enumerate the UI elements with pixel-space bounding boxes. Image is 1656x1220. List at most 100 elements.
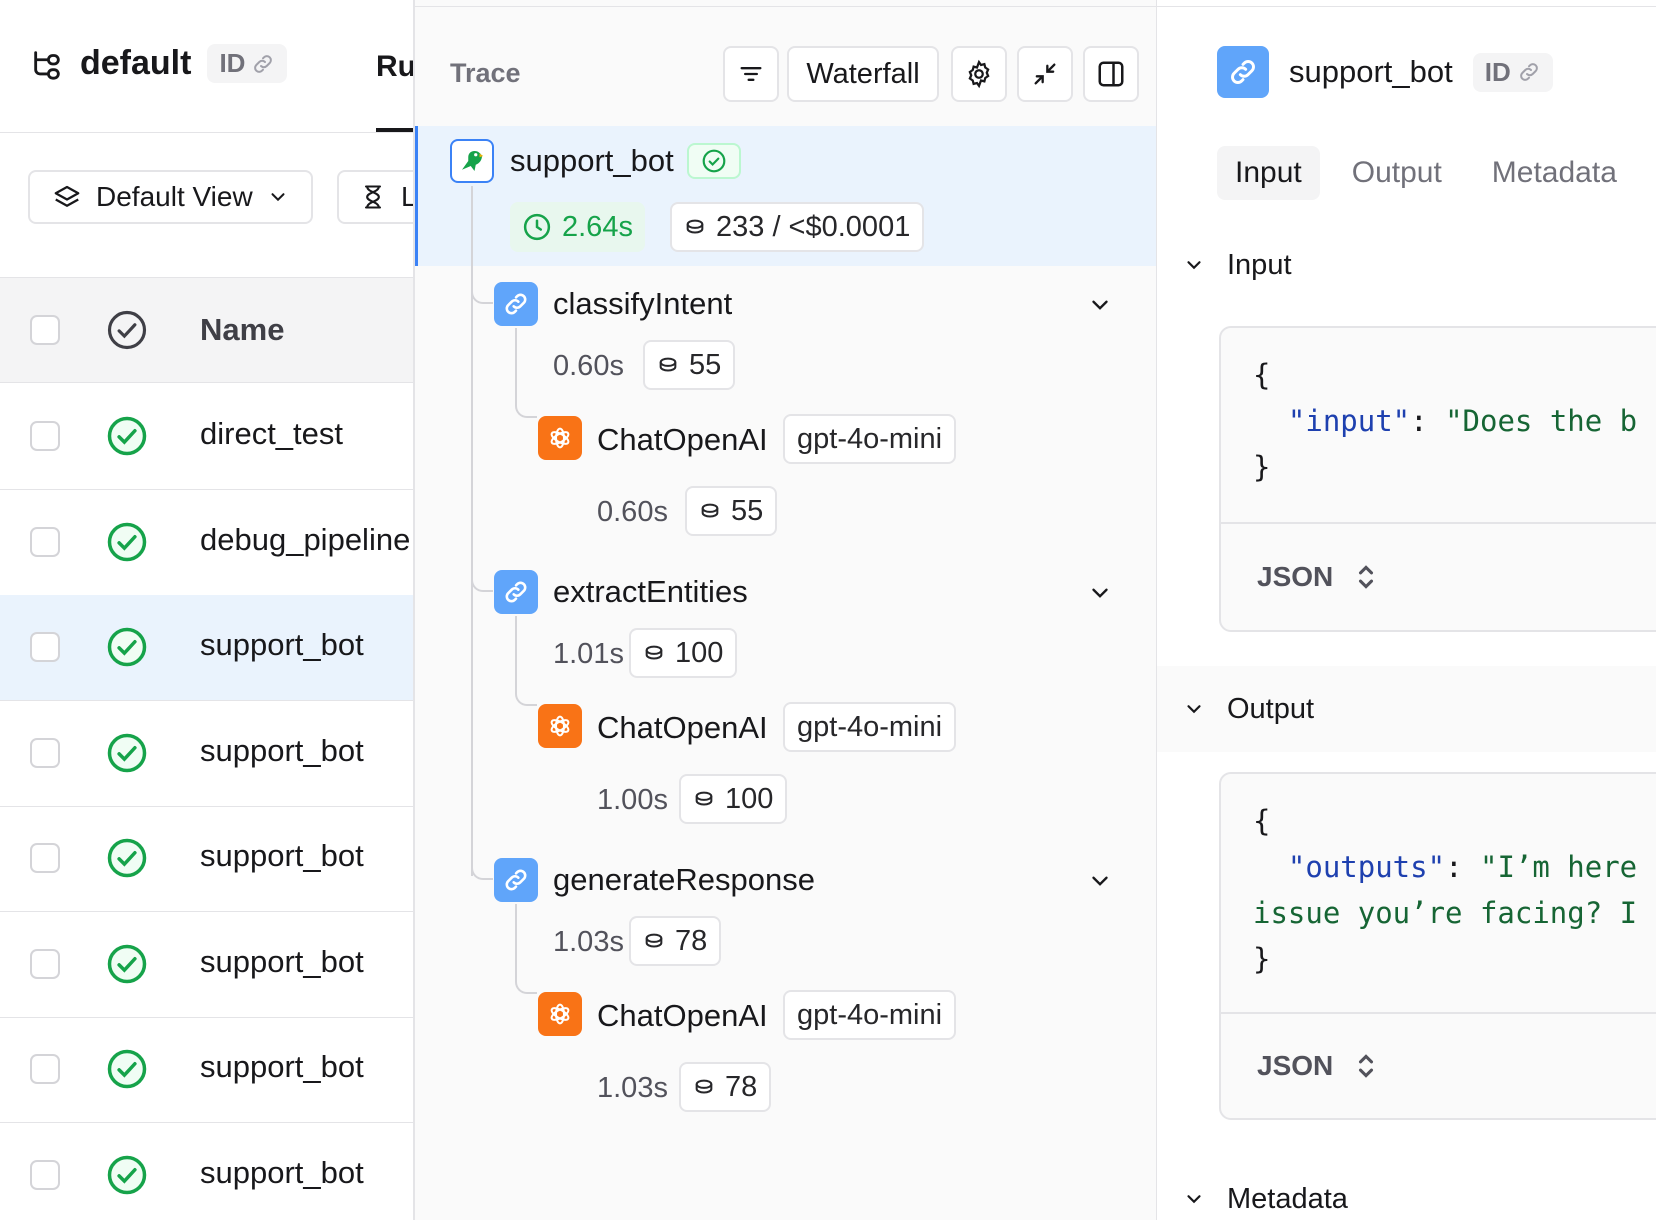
model-badge: gpt-4o-mini bbox=[783, 702, 957, 752]
tree-connector bbox=[471, 560, 493, 592]
table-row[interactable]: support_bot bbox=[0, 595, 413, 701]
tree-connector bbox=[515, 904, 517, 982]
step-name[interactable]: classifyIntent bbox=[553, 286, 733, 321]
brace: { bbox=[1253, 358, 1271, 392]
id-label: ID bbox=[1484, 56, 1511, 87]
chevron-down-icon[interactable] bbox=[1087, 580, 1113, 606]
detail-tabs: Input Output Metadata bbox=[1217, 146, 1635, 200]
step-tokens-pill: 55 bbox=[643, 340, 736, 390]
child-name[interactable]: ChatOpenAI bbox=[597, 998, 768, 1033]
row-checkbox[interactable] bbox=[30, 526, 60, 557]
run-detail-panel: support_bot ID Input Output Metadata Inp… bbox=[1157, 0, 1656, 1220]
format-label: JSON bbox=[1257, 561, 1334, 592]
metadata-section-title: Metadata bbox=[1227, 1182, 1348, 1215]
table-row[interactable]: support_bot bbox=[0, 806, 413, 912]
row-checkbox[interactable] bbox=[30, 421, 60, 451]
table-row[interactable]: support_bot bbox=[0, 1017, 413, 1123]
input-code: { "input": "Does the b } bbox=[1221, 328, 1656, 522]
select-all-checkbox[interactable] bbox=[30, 315, 60, 345]
coin-icon bbox=[686, 219, 704, 234]
tree-connector bbox=[515, 392, 537, 418]
divider bbox=[1157, 6, 1656, 7]
child-tokens: 55 bbox=[731, 494, 764, 527]
step-duration: 1.01s bbox=[553, 638, 624, 670]
step-name[interactable]: generateResponse bbox=[553, 862, 815, 897]
row-checkbox[interactable] bbox=[30, 1054, 60, 1084]
root-tokens-cost: 233 / <$0.0001 bbox=[716, 210, 911, 243]
detail-header: support_bot ID bbox=[1217, 46, 1553, 98]
child-tokens: 100 bbox=[725, 782, 774, 815]
waterfall-button[interactable]: Waterfall bbox=[787, 46, 939, 102]
filter-button[interactable] bbox=[723, 46, 779, 102]
tab-output[interactable]: Output bbox=[1351, 156, 1442, 189]
runs-panel: default ID Ru Default View L Name direct… bbox=[0, 0, 413, 1220]
input-format-selector[interactable]: JSON bbox=[1221, 522, 1656, 630]
chevron-down-icon[interactable] bbox=[1087, 868, 1113, 894]
layers-icon bbox=[54, 185, 80, 207]
coin-icon bbox=[693, 788, 715, 810]
tab-input[interactable]: Input bbox=[1217, 146, 1320, 200]
row-checkbox[interactable] bbox=[30, 948, 60, 979]
tree-connector bbox=[471, 186, 473, 876]
tab-runs[interactable]: Ru bbox=[376, 50, 413, 83]
root-tokens-pill: 233 / <$0.0001 bbox=[670, 202, 925, 252]
chevron-down-icon[interactable] bbox=[1087, 292, 1113, 318]
settings-button[interactable] bbox=[951, 46, 1007, 102]
row-checkbox[interactable] bbox=[30, 1159, 60, 1190]
output-code-block: { "outputs": "I’m here issue you’re faci… bbox=[1219, 772, 1656, 1120]
tree-connector bbox=[515, 328, 517, 406]
openai-icon bbox=[538, 416, 582, 460]
chevron-up-down-icon bbox=[1359, 1054, 1374, 1078]
tab-metadata[interactable]: Metadata bbox=[1491, 156, 1617, 189]
gear-icon bbox=[968, 59, 990, 89]
status-column-icon bbox=[107, 310, 147, 350]
json-value-continued: issue you’re facing? I bbox=[1253, 896, 1638, 930]
row-checkbox[interactable] bbox=[30, 737, 60, 768]
check-circle-icon bbox=[106, 837, 148, 879]
row-checkbox[interactable] bbox=[30, 843, 60, 873]
table-row[interactable]: support_bot bbox=[0, 1123, 413, 1220]
child-name[interactable]: ChatOpenAI bbox=[597, 422, 768, 457]
hourglass-icon bbox=[364, 185, 382, 209]
tree-connector bbox=[515, 680, 537, 706]
output-format-selector[interactable]: JSON bbox=[1221, 1012, 1656, 1118]
root-duration-pill: 2.64s bbox=[510, 202, 645, 252]
child-tokens: 78 bbox=[725, 1070, 758, 1103]
default-view-button[interactable]: Default View bbox=[28, 170, 313, 224]
output-code: { "outputs": "I’m here issue you’re faci… bbox=[1221, 774, 1656, 1012]
time-limit-label: L bbox=[401, 181, 413, 212]
output-section-toggle[interactable]: Output bbox=[1157, 666, 1656, 752]
default-view-label: Default View bbox=[96, 181, 253, 212]
project-header: default ID bbox=[30, 44, 288, 83]
openai-icon bbox=[538, 992, 582, 1036]
step-tokens-pill: 100 bbox=[629, 628, 738, 678]
child-name[interactable]: ChatOpenAI bbox=[597, 710, 768, 745]
table-row[interactable]: support_bot bbox=[0, 912, 413, 1018]
table-row[interactable]: support_bot bbox=[0, 701, 413, 807]
input-section-toggle[interactable]: Input bbox=[1157, 222, 1656, 308]
step-name[interactable]: extractEntities bbox=[553, 574, 748, 609]
brace: } bbox=[1253, 450, 1271, 484]
parrot-icon bbox=[450, 139, 494, 183]
run-name: support_bot bbox=[200, 732, 364, 768]
link-icon bbox=[254, 54, 273, 73]
time-limit-button[interactable]: L bbox=[337, 170, 413, 224]
step-tokens: 78 bbox=[675, 924, 708, 957]
filter-icon bbox=[740, 67, 762, 82]
child-duration: 1.00s bbox=[597, 784, 668, 816]
table-row[interactable]: debug_pipeline bbox=[0, 490, 413, 596]
trace-panel: Trace Waterfall support_bot 2.64s 233 / … bbox=[413, 0, 1157, 1220]
run-name: support_bot bbox=[200, 1154, 364, 1190]
json-key: "input" bbox=[1287, 404, 1411, 438]
table-row[interactable]: direct_test bbox=[0, 384, 413, 490]
child-tokens-pill: 100 bbox=[679, 774, 788, 824]
panel-toggle-button[interactable] bbox=[1083, 46, 1139, 102]
chevron-up-down-icon bbox=[1359, 565, 1374, 589]
project-id-chip[interactable]: ID bbox=[207, 44, 288, 83]
collapse-button[interactable] bbox=[1017, 46, 1073, 102]
row-checkbox[interactable] bbox=[30, 632, 60, 662]
metadata-section-toggle[interactable]: Metadata bbox=[1157, 1156, 1656, 1220]
detail-id-chip[interactable]: ID bbox=[1472, 52, 1553, 92]
run-name: support_bot bbox=[200, 627, 364, 662]
root-status-badge bbox=[687, 143, 741, 179]
